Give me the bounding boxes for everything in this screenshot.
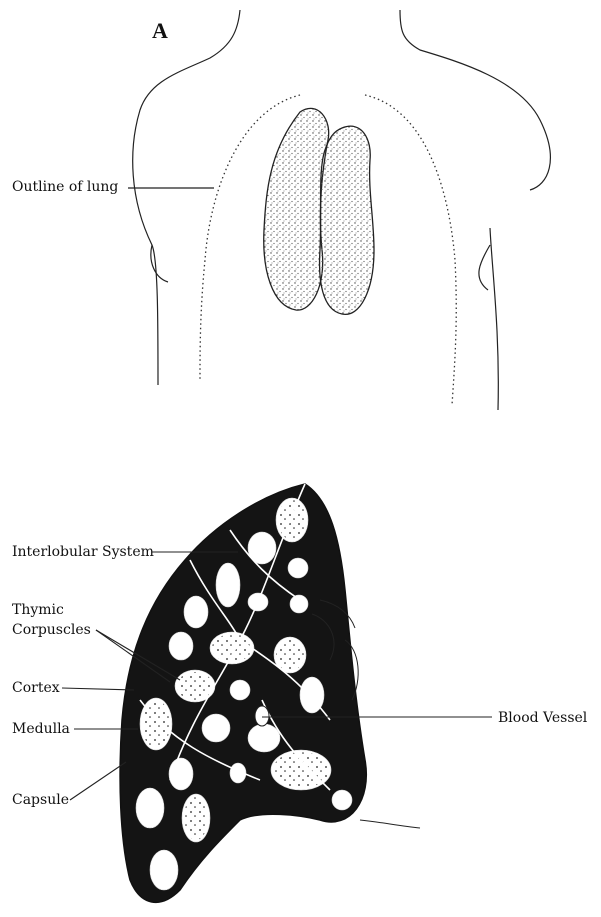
label-thymic-line1: Thymic xyxy=(12,602,64,618)
label-medulla: Medulla xyxy=(12,721,70,737)
label-thymic-line2: Corpuscles xyxy=(12,622,91,638)
histology-section xyxy=(120,484,420,902)
label-interlobular-system: Interlobular System xyxy=(12,544,154,560)
leader-cortex xyxy=(62,688,134,690)
leader-capsule xyxy=(70,762,126,800)
label-blood-vessel: Blood Vessel xyxy=(498,710,588,726)
left-thymic-lobe xyxy=(264,108,329,310)
panel-letter: A xyxy=(152,18,168,43)
label-capsule: Capsule xyxy=(12,792,69,808)
thymus-lobes xyxy=(264,108,374,314)
right-thymic-lobe xyxy=(320,126,374,314)
label-outline-of-lung: Outline of lung xyxy=(12,179,118,195)
capsule-edge xyxy=(360,820,420,828)
label-cortex: Cortex xyxy=(12,680,60,696)
